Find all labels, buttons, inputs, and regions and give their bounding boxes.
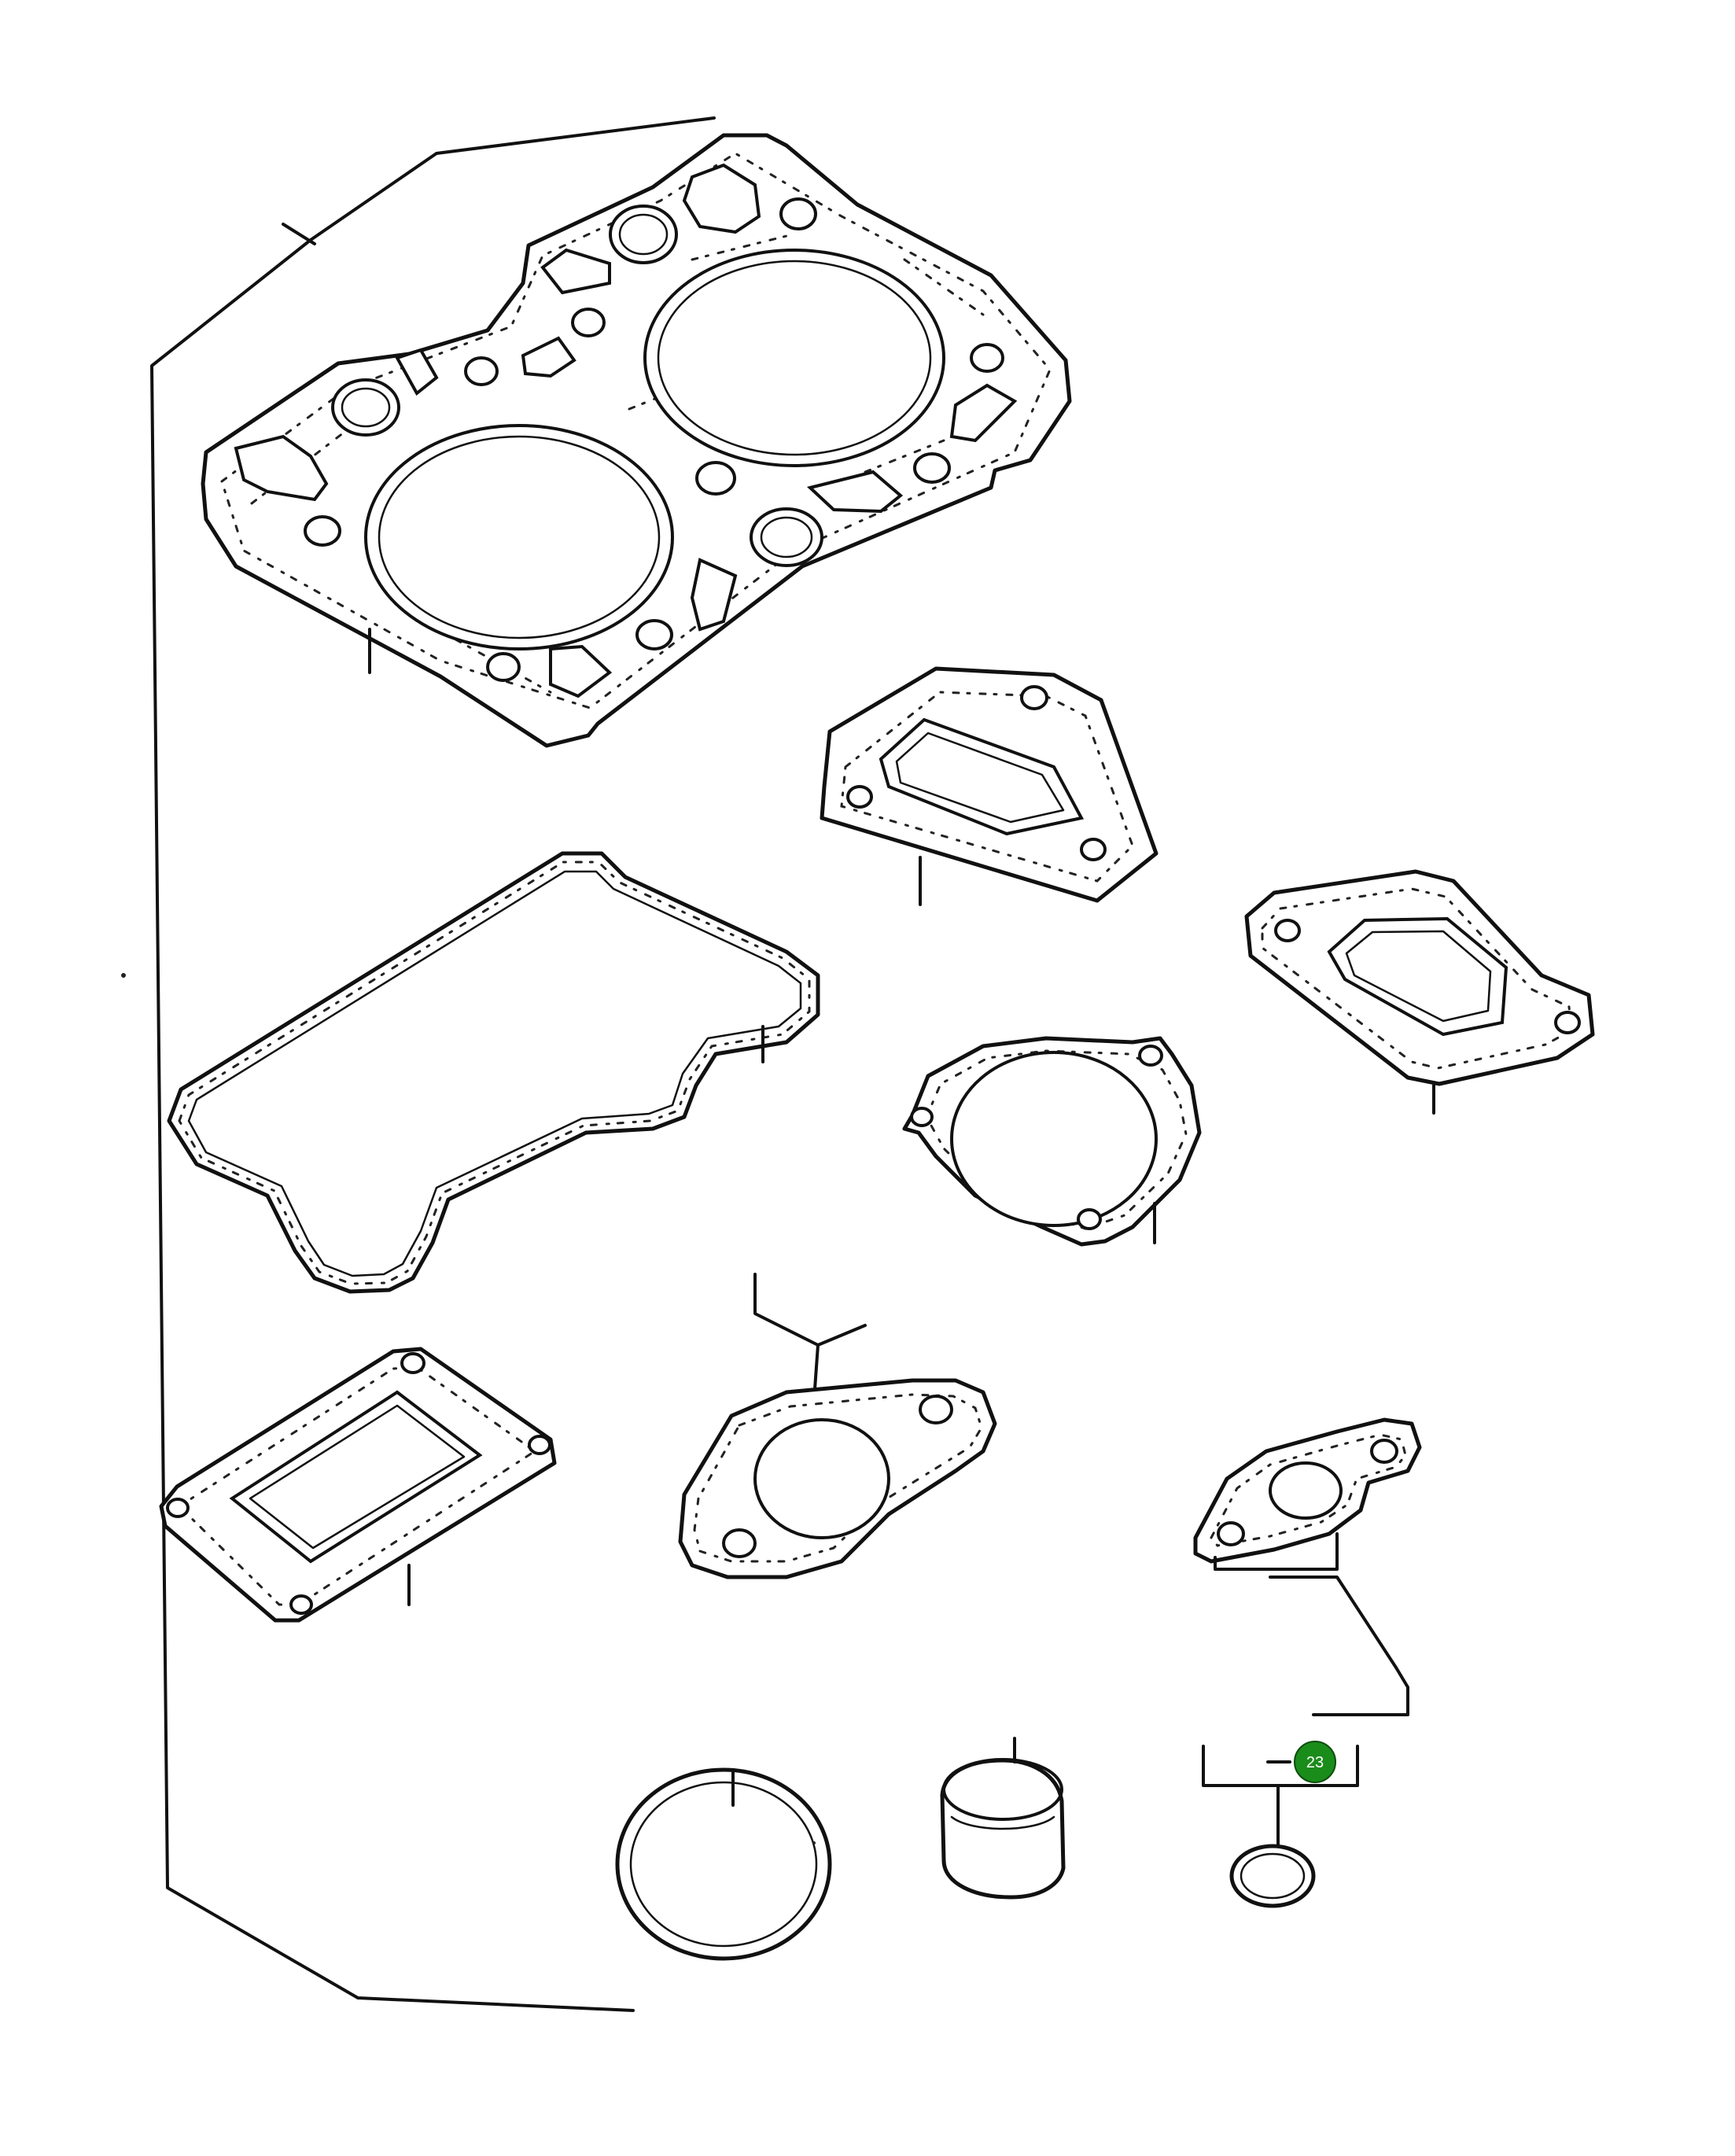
rocker-cover-gasket (167, 851, 820, 1294)
flange-gasket-lower-left (159, 1347, 557, 1623)
callout-23-group: 23 (1202, 1741, 1359, 1846)
core-plug (940, 1737, 1066, 1900)
oval-flange-gasket (678, 1273, 997, 1579)
print-speck (812, 1841, 816, 1845)
round-flange-gasket (902, 1036, 1202, 1247)
small-flange-gasket (1193, 1417, 1422, 1716)
small-o-ring (1229, 1844, 1316, 1908)
print-speck (121, 973, 126, 978)
large-o-ring (615, 1767, 832, 1961)
callout-23-label: 23 (1306, 1754, 1324, 1771)
flange-gasket-right (1244, 869, 1595, 1115)
flange-gasket-upper (820, 666, 1159, 906)
cylinder-head-gasket (201, 133, 1072, 748)
callout-23-marker[interactable] (1294, 1741, 1336, 1783)
kit-bracket (150, 116, 716, 2012)
